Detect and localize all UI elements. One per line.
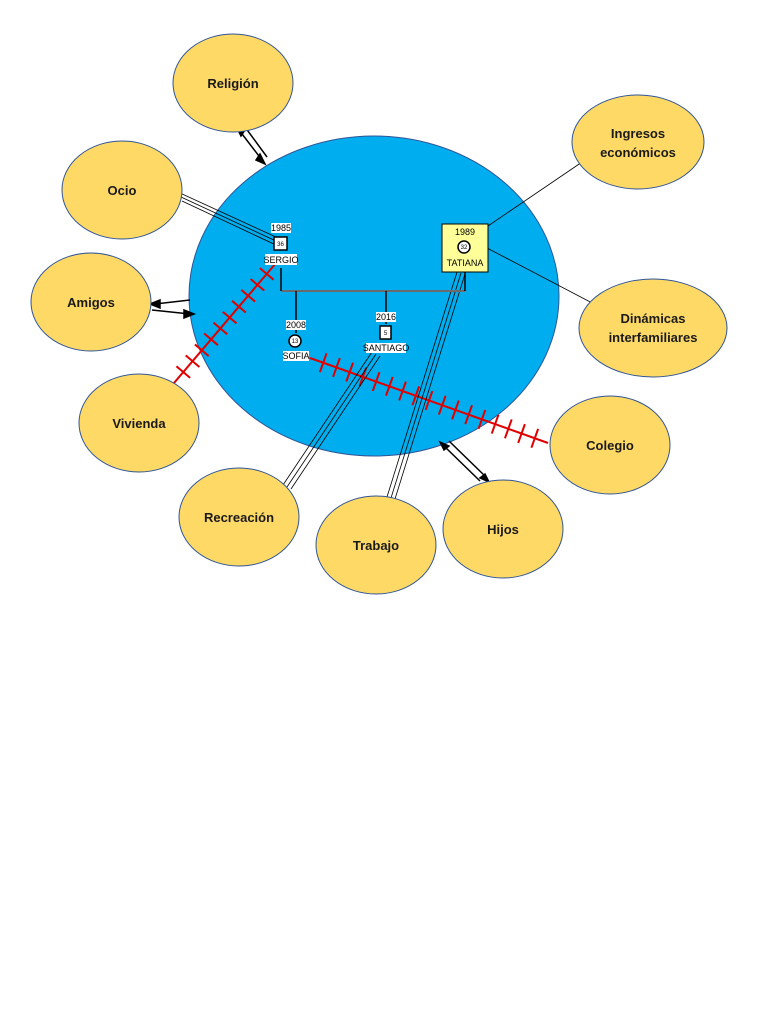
conflict-tick [477, 409, 487, 430]
connection-dinamicas [486, 247, 597, 306]
family-circle [188, 135, 560, 457]
conflict-tick [530, 428, 540, 449]
conflict-tick [424, 390, 434, 411]
santiago-square [379, 325, 392, 340]
node-trabajo-label: Trabajo [353, 538, 399, 553]
tatiana-box [441, 223, 489, 273]
conflict-tick [240, 289, 256, 303]
conflict-tick [194, 343, 210, 357]
tatiana-circle [457, 240, 471, 254]
node-vivienda-label: Vivienda [112, 416, 166, 431]
conflict-tick [185, 354, 201, 368]
sofia-name: SOFIA [282, 351, 309, 361]
conflict-tick [345, 362, 354, 382]
conflict-tick [231, 300, 247, 314]
node-recreacion-label: Recreación [204, 510, 274, 525]
connection-hijos [438, 440, 491, 484]
person-sergio: 1985 36 SERGIO [263, 223, 299, 265]
node-recreacion: Recreación [178, 467, 300, 567]
conflict-tick [249, 278, 265, 292]
conflict-tick [259, 267, 275, 281]
conflict-tick [371, 371, 381, 392]
node-amigos-label: Amigos [67, 295, 115, 310]
connection-vivienda [173, 262, 277, 384]
node-religion-label: Religión [207, 76, 258, 91]
node-hijos: Hijos [442, 479, 564, 579]
person-tatiana: 1989 32 TATIANA [441, 223, 489, 273]
conflict-tick [203, 332, 219, 346]
node-ingresos-label-1: Ingresos [611, 126, 665, 141]
connection-ocio [179, 192, 279, 247]
conflict-tick [490, 414, 500, 434]
santiago-year: 2016 [376, 312, 396, 322]
node-religion: Religión [172, 33, 294, 133]
conflict-tick [504, 419, 513, 439]
node-amigos: Amigos [30, 252, 152, 352]
node-vivienda: Vivienda [78, 373, 200, 473]
node-colegio-label: Colegio [586, 438, 634, 453]
connection-trabajo [386, 271, 466, 500]
node-ocio-label: Ocio [108, 183, 137, 198]
sofia-year: 2008 [286, 320, 306, 330]
sergio-name: SERGIO [263, 255, 298, 265]
sergio-year: 1985 [271, 223, 291, 233]
node-trabajo: Trabajo [315, 495, 437, 595]
conflict-tick [517, 423, 526, 444]
tatiana-year: 1989 [455, 227, 475, 237]
person-santiago: 2016 5 SANTIAGO [363, 312, 410, 353]
node-ingresos: Ingresos económicos [571, 94, 705, 190]
conflict-tick [464, 404, 473, 425]
conflict-tick [318, 352, 328, 373]
tatiana-age: 32 [461, 245, 468, 251]
person-sofia: 2008 13 SOFIA [282, 320, 310, 361]
connection-ingresos [484, 157, 589, 229]
conflict-tick [222, 310, 238, 325]
conflict-tick [451, 400, 460, 420]
node-ocio: Ocio [61, 140, 183, 240]
sofia-age: 13 [292, 339, 299, 345]
node-dinamicas-label-1: Dinámicas [620, 311, 685, 326]
node-dinamicas: Dinámicas interfamiliares [578, 278, 728, 378]
genogram: 1985 36 SERGIO 1989 32 TATIANA 2008 13 S… [263, 223, 489, 361]
conflict-tick [398, 381, 407, 401]
sofia-circle [288, 334, 302, 348]
connection-recreacion [282, 351, 381, 490]
conflict-tick [212, 321, 228, 336]
santiago-name: SANTIAGO [363, 343, 410, 353]
node-hijos-label: Hijos [487, 522, 519, 537]
sergio-age: 36 [277, 242, 284, 248]
tatiana-name: TATIANA [447, 258, 484, 268]
conflict-tick [411, 386, 421, 406]
connection-colegio [309, 352, 549, 449]
node-ingresos-label-2: económicos [600, 145, 676, 160]
conflict-tick [332, 357, 341, 378]
node-colegio: Colegio [549, 395, 671, 495]
sergio-square [273, 236, 288, 251]
connection-amigos [147, 298, 197, 320]
conflict-tick [385, 376, 394, 397]
santiago-age: 5 [384, 331, 388, 337]
conflict-tick [175, 365, 191, 379]
conflict-tick [437, 395, 447, 415]
node-dinamicas-label-2: interfamiliares [609, 330, 698, 345]
